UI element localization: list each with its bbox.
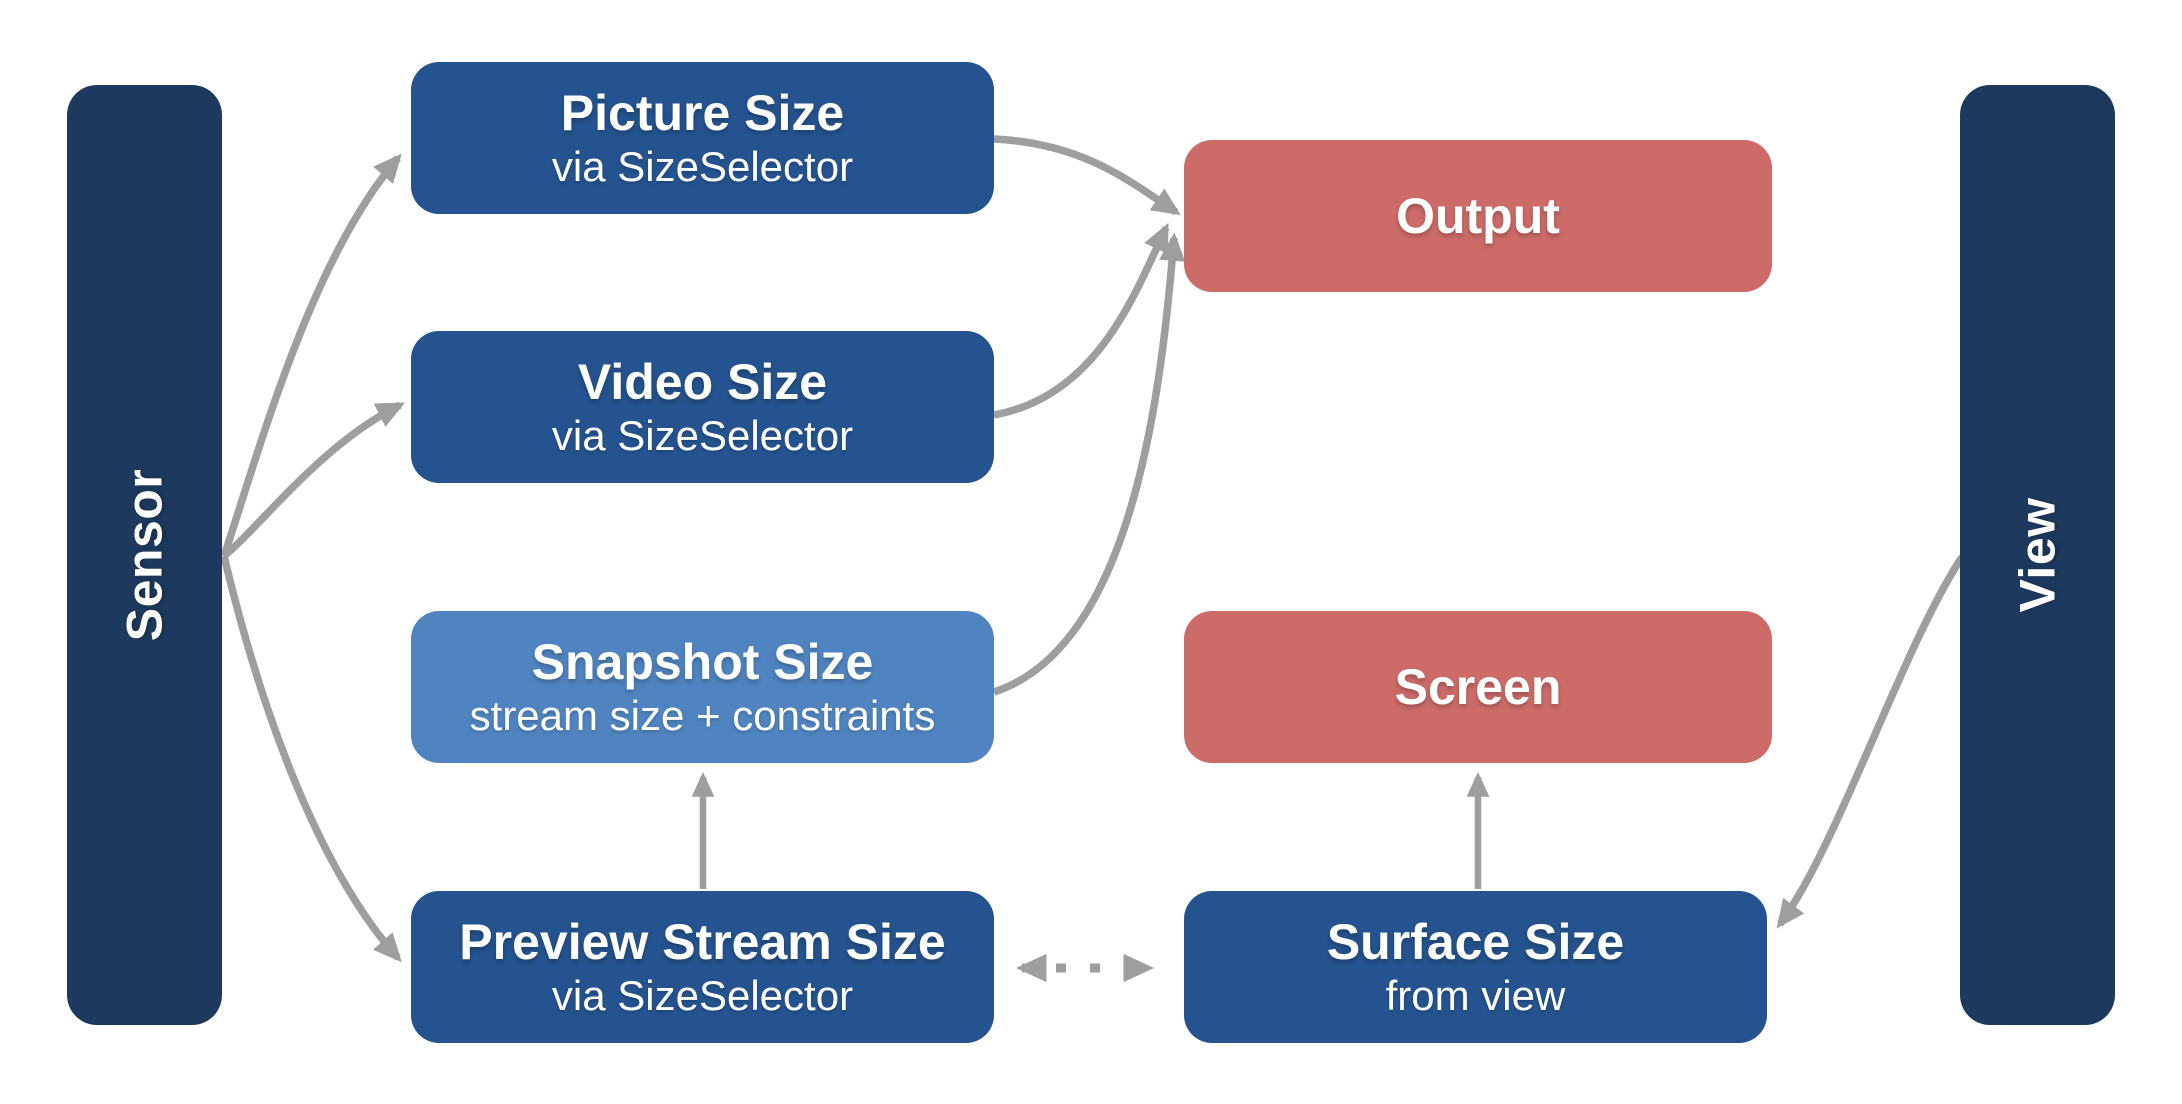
node-video-size-title: Video Size <box>577 353 828 410</box>
node-snapshot-size-subtitle: stream size + constraints <box>469 692 936 740</box>
node-preview-stream-size-subtitle: via SizeSelector <box>551 972 854 1020</box>
node-picture-size-subtitle: via SizeSelector <box>551 143 854 191</box>
edge-picture-to-output <box>993 135 1181 216</box>
view-bar: View <box>1960 85 2115 1025</box>
edge-sensor-to-preview <box>220 555 402 963</box>
node-surface-size: Surface Size from view <box>1184 891 1767 1043</box>
node-screen: Screen <box>1184 611 1772 763</box>
edge-sensor-to-picture <box>220 153 402 558</box>
sensor-bar: Sensor <box>67 85 222 1025</box>
edge-sensor-to-video <box>221 401 406 559</box>
node-picture-size-title: Picture Size <box>560 84 845 141</box>
node-output-title: Output <box>1396 187 1560 244</box>
edge-snapshot-to-output <box>992 232 1186 696</box>
node-video-size-subtitle: via SizeSelector <box>551 412 854 460</box>
node-screen-title: Screen <box>1394 658 1562 715</box>
node-picture-size: Picture Size via SizeSelector <box>411 62 994 214</box>
node-output: Output <box>1184 140 1772 292</box>
node-snapshot-size-title: Snapshot Size <box>531 633 874 690</box>
node-surface-size-subtitle: from view <box>1385 972 1566 1020</box>
sensor-bar-label: Sensor <box>116 468 173 642</box>
edge-video-to-output <box>993 222 1170 419</box>
node-snapshot-size: Snapshot Size stream size + constraints <box>411 611 994 763</box>
node-surface-size-title: Surface Size <box>1326 913 1625 970</box>
node-video-size: Video Size via SizeSelector <box>411 331 994 483</box>
view-bar-label: View <box>2009 497 2066 613</box>
node-preview-stream-size-title: Preview Stream Size <box>459 913 946 970</box>
node-preview-stream-size: Preview Stream Size via SizeSelector <box>411 891 994 1043</box>
edge-view-to-surface <box>1776 554 1966 929</box>
